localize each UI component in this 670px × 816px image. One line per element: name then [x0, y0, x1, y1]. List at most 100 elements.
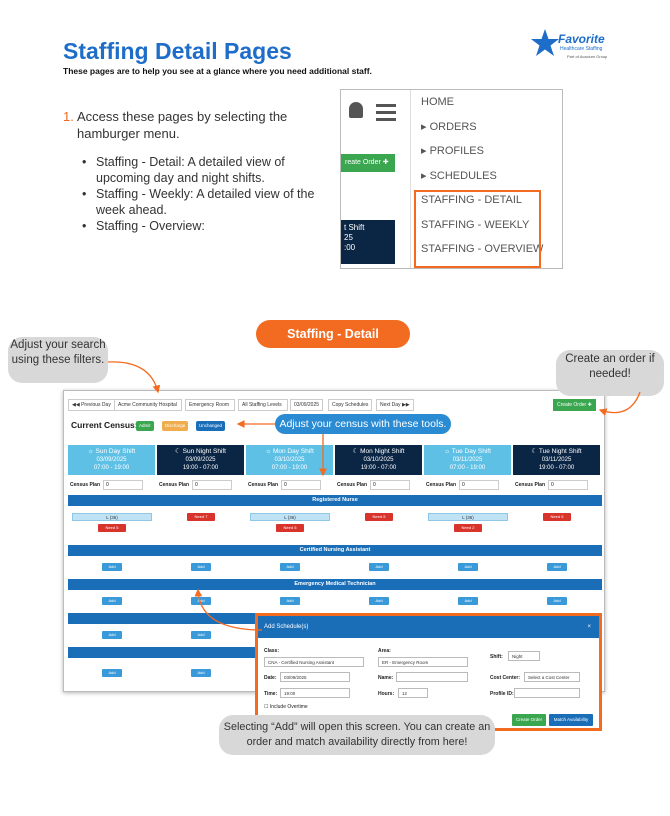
- add-button[interactable]: Add: [547, 563, 567, 571]
- name-label: Name:: [378, 675, 394, 681]
- admit-button[interactable]: Admit: [136, 421, 154, 431]
- time-label: Time:: [264, 691, 278, 697]
- overtime-checkbox[interactable]: ☐ Include Overtime: [264, 704, 308, 710]
- profile-id-field[interactable]: [514, 688, 580, 698]
- hospital-select[interactable]: Acme Community Hospital: [114, 399, 182, 411]
- hours-field[interactable]: 12: [398, 688, 428, 698]
- add-callout: Selecting “Add” will open this screen. Y…: [219, 715, 495, 755]
- need-button[interactable]: Need 5: [98, 524, 126, 532]
- census-plan-input[interactable]: 0: [370, 479, 411, 490]
- census-plan-input[interactable]: 0: [459, 479, 500, 490]
- need-button[interactable]: Need 7: [187, 513, 215, 521]
- create-order-button[interactable]: reate Order ✚: [341, 154, 395, 172]
- shift-name: ☾ Mon Night Shift: [352, 448, 405, 455]
- copy-schedules-button[interactable]: Copy Schedules: [328, 399, 373, 411]
- add-button[interactable]: Add: [191, 631, 211, 639]
- add-button[interactable]: Add: [102, 597, 122, 605]
- census-plan-input[interactable]: 0: [103, 479, 144, 490]
- coverage-bar[interactable]: L (36): [428, 513, 508, 521]
- time-field[interactable]: 19:00: [280, 688, 350, 698]
- unchanged-button[interactable]: Unchanged: [196, 421, 226, 431]
- date-field[interactable]: 03/09/2025: [280, 672, 350, 682]
- menu-item-staffing-weekly[interactable]: STAFFING - WEEKLY: [421, 218, 530, 231]
- name-field[interactable]: [396, 672, 468, 682]
- shift-label: Shift:: [490, 654, 503, 660]
- add-button[interactable]: Add: [191, 669, 211, 677]
- bullet-detail: Staffing - Detail: A detailed view of up…: [80, 154, 340, 186]
- page-subtitle: These pages are to help you see at a gla…: [63, 66, 372, 76]
- census-plan-input[interactable]: 0: [548, 479, 589, 490]
- menu-item-staffing-detail[interactable]: STAFFING - DETAIL: [421, 194, 523, 206]
- bell-icon[interactable]: [349, 102, 363, 118]
- need-button[interactable]: Need 5: [365, 513, 393, 521]
- shift-time: 07:00 - 19:00: [449, 465, 486, 471]
- match-availability-button[interactable]: Match Availability: [549, 714, 593, 726]
- coverage-bar[interactable]: L (36): [72, 513, 152, 521]
- coverage-bar[interactable]: L (36): [250, 513, 330, 521]
- date-input[interactable]: 03/09/2025: [290, 399, 324, 411]
- previous-day-button[interactable]: ◀◀ Previous Day: [68, 399, 115, 411]
- census-plan-label: Census Plan: [515, 482, 546, 488]
- add-button[interactable]: Add: [280, 597, 300, 605]
- shift-time: 19:00 - 07:00: [360, 465, 397, 471]
- role-bar-cna: Certified Nursing Assistant: [68, 545, 602, 556]
- step-1: 1. Access these pages by selecting the h…: [63, 108, 313, 142]
- shift-name: ☾ Tue Night Shift: [531, 448, 582, 455]
- discharge-button[interactable]: Discharge: [162, 421, 189, 431]
- class-select[interactable]: CNA - Certified Nursing Assistant: [264, 657, 364, 667]
- role-bar-emt: Emergency Medical Technician: [68, 579, 602, 590]
- section-pill: Staffing - Detail: [256, 320, 410, 348]
- hamburger-menu-icon[interactable]: [376, 104, 396, 125]
- close-icon[interactable]: ×: [587, 624, 591, 630]
- shift-date: 03/10/2025: [274, 457, 305, 463]
- need-button[interactable]: Need 2: [454, 524, 482, 532]
- add-button[interactable]: Add: [280, 563, 300, 571]
- menu-item-orders[interactable]: ▸ ORDERS: [421, 120, 477, 133]
- shift-date: 03/10/2025: [363, 457, 394, 463]
- create-order-button-main[interactable]: Create Order ✚: [553, 399, 596, 411]
- shift-time: 19:00 - 07:00: [182, 465, 219, 471]
- create-order-arrow: [598, 391, 641, 416]
- shift-time: 07:00 - 19:00: [271, 465, 308, 471]
- shift-header-3: ☾ Mon Night Shift 03/10/2025 19:00 - 07:00: [335, 445, 422, 475]
- need-button[interactable]: Need 5: [543, 513, 571, 521]
- census-plan-input[interactable]: 0: [281, 479, 322, 490]
- add-button[interactable]: Add: [102, 669, 122, 677]
- add-button[interactable]: Add: [458, 563, 478, 571]
- modal-create-order-button[interactable]: Create Order: [512, 714, 546, 726]
- shift-date: 03/09/2025: [96, 457, 127, 463]
- shift-name: ☼ Tue Day Shift: [444, 448, 491, 455]
- step-text: Access these pages by selecting the hamb…: [77, 109, 288, 141]
- add-button[interactable]: Add: [102, 563, 122, 571]
- add-button[interactable]: Add: [191, 597, 211, 605]
- menu-item-schedules[interactable]: ▸ SCHEDULES: [421, 169, 497, 182]
- add-button[interactable]: Add: [369, 563, 389, 571]
- shift-select[interactable]: Night: [508, 651, 540, 661]
- menu-item-home[interactable]: HOME: [421, 96, 454, 108]
- logo-line2: Part of Acacium Group: [567, 54, 608, 59]
- menu-item-profiles[interactable]: ▸ PROFILES: [421, 145, 484, 157]
- create-order-callout: Create an order if needed!: [556, 350, 664, 396]
- census-plan-input[interactable]: 0: [192, 479, 233, 490]
- add-button[interactable]: Add: [547, 597, 567, 605]
- need-button[interactable]: Need 5: [276, 524, 304, 532]
- next-day-button[interactable]: Next Day ▶▶: [376, 399, 414, 411]
- add-button[interactable]: Add: [102, 631, 122, 639]
- add-button[interactable]: Add: [191, 563, 211, 571]
- filters-arrow: [107, 361, 161, 394]
- area-select[interactable]: ER - Emergency Room: [378, 657, 468, 667]
- add-button[interactable]: Add: [458, 597, 478, 605]
- cost-center-select[interactable]: Select a Cost Center: [524, 672, 580, 682]
- add-schedule-modal: Add Schedule(s)× Class: CNA - Certified …: [255, 613, 602, 731]
- staffing-level-select[interactable]: All Staffing Levels: [238, 399, 288, 411]
- area-select[interactable]: Emergency Room: [185, 399, 235, 411]
- star-icon: [531, 29, 559, 56]
- menu-item-staffing-overview[interactable]: STAFFING - OVERVIEW: [421, 243, 544, 255]
- role-bar-rn: Registered Nurse: [68, 495, 602, 506]
- add-button[interactable]: Add: [369, 597, 389, 605]
